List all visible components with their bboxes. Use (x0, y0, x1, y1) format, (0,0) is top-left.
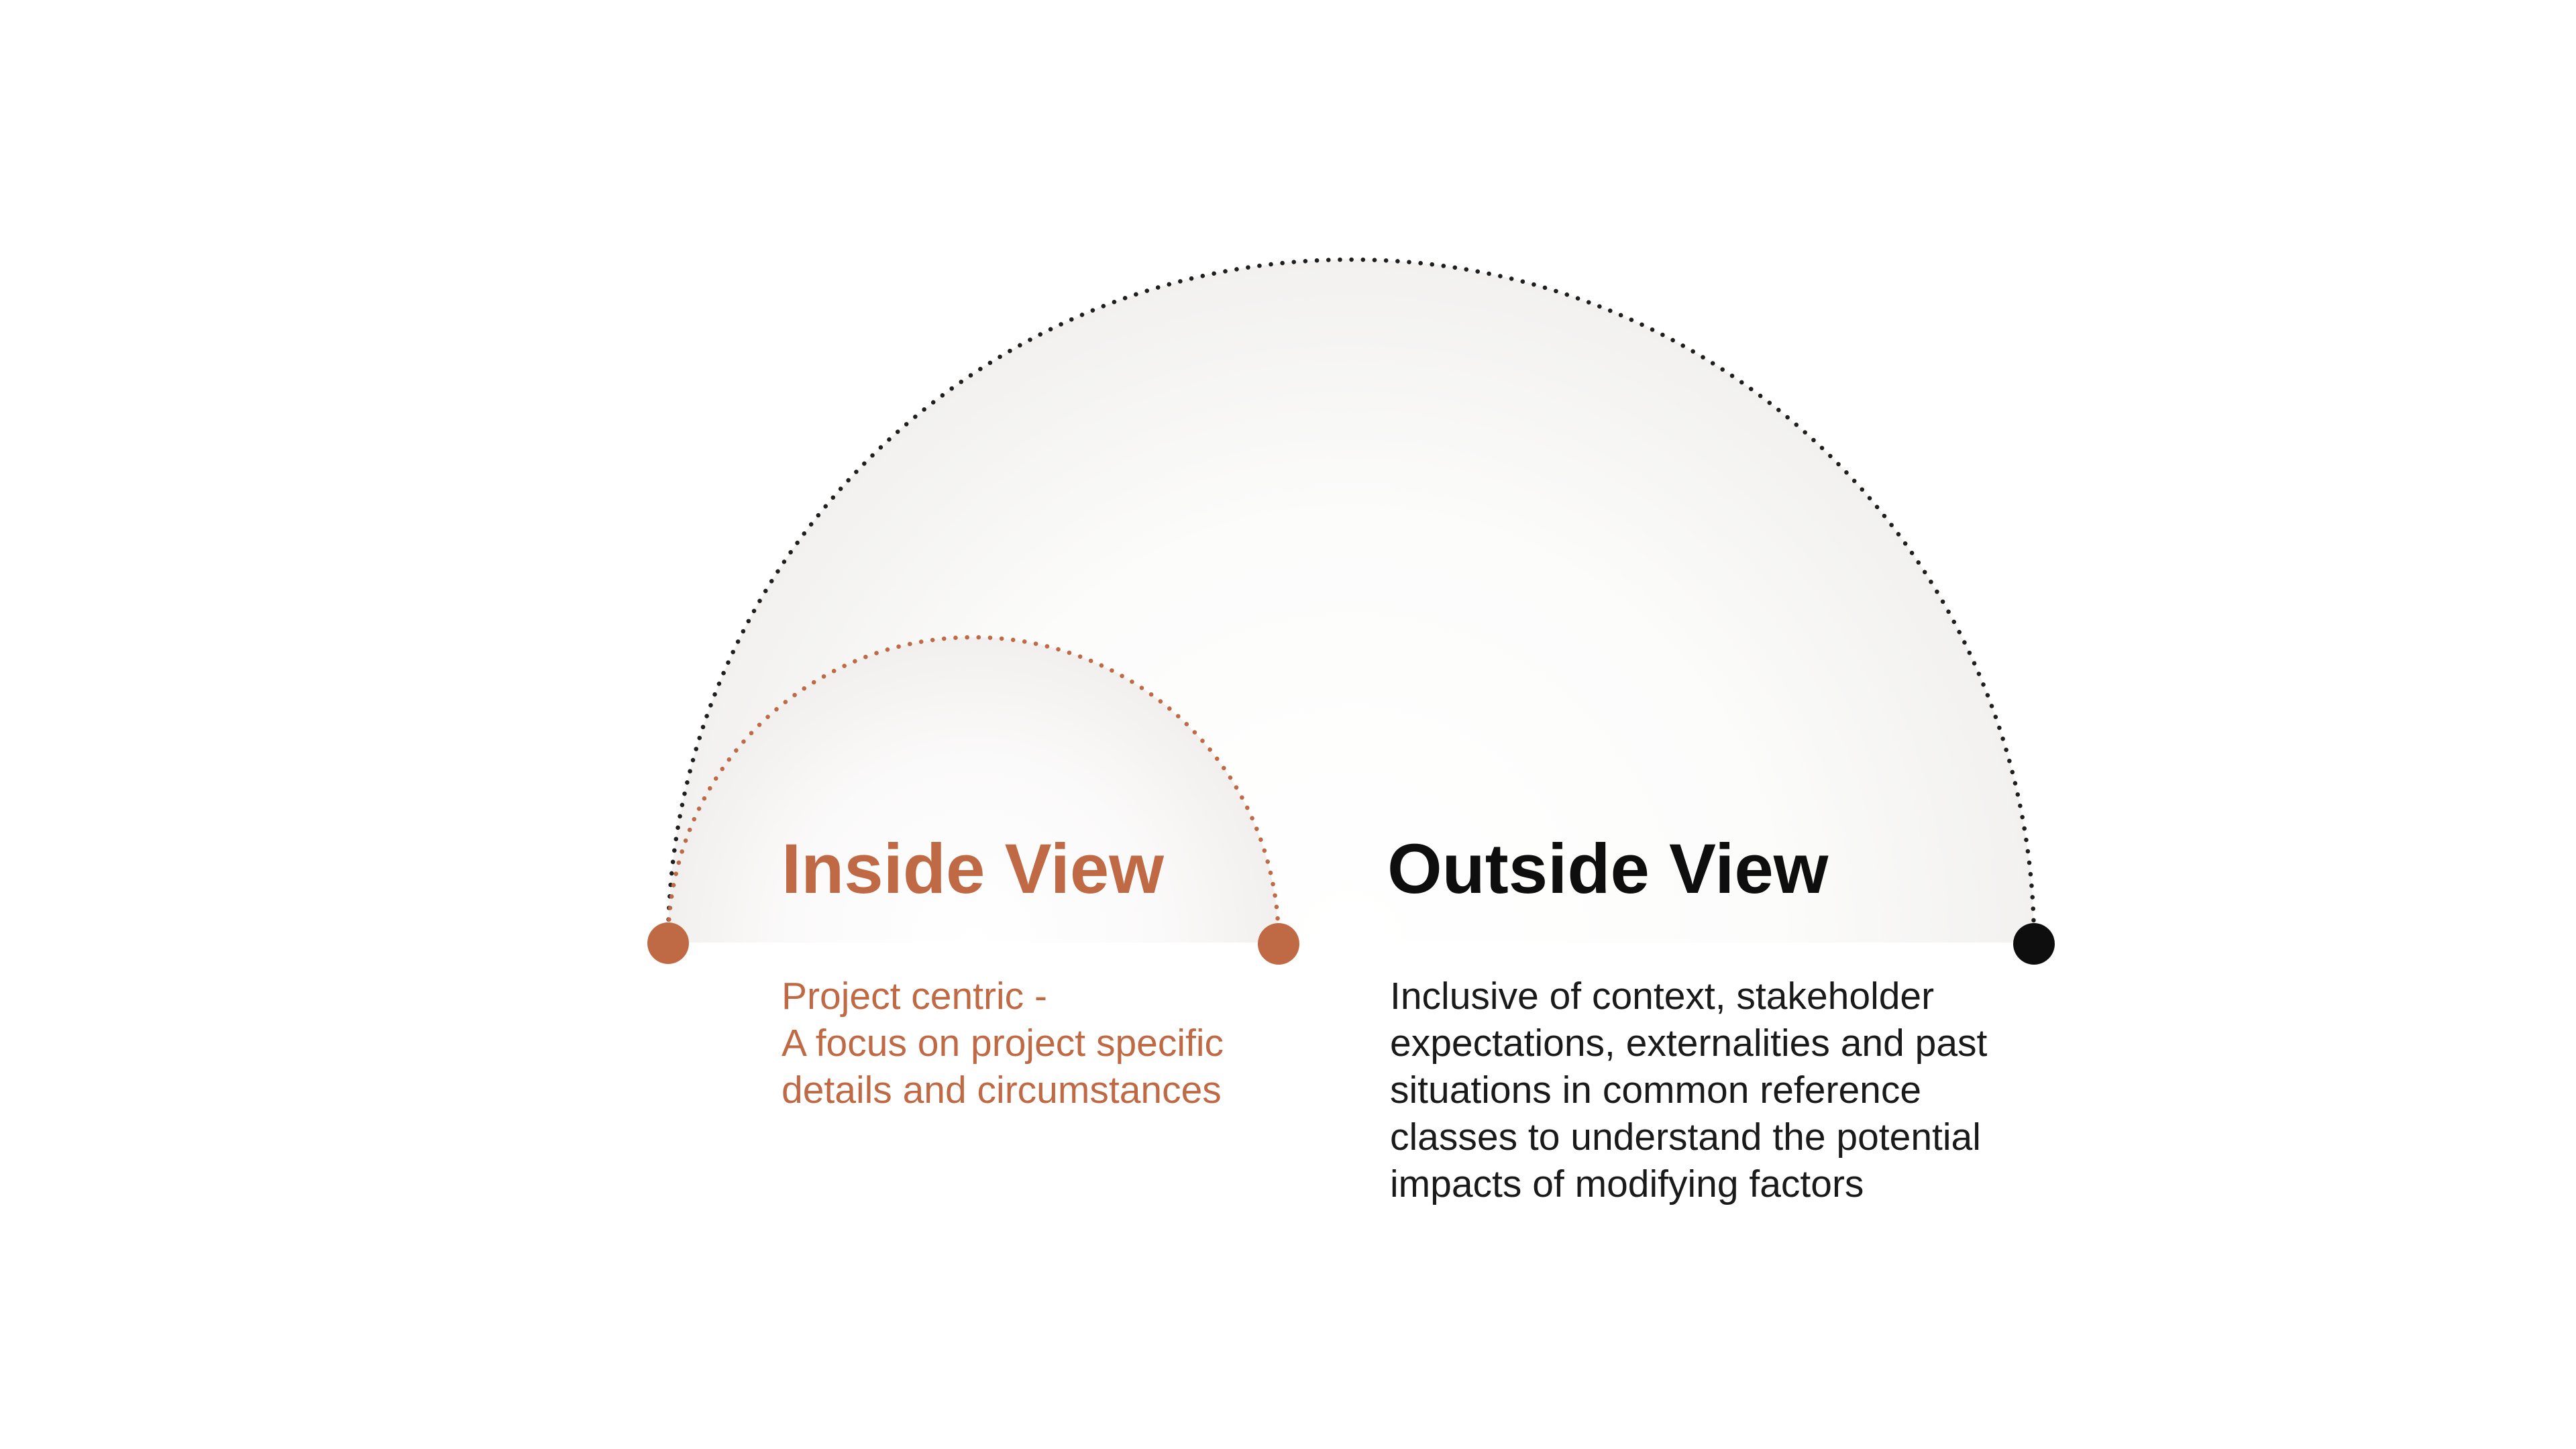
outside-view-dotted-arc (665, 257, 2037, 945)
outside-view-description: Inclusive of context, stakeholder expect… (1390, 975, 1988, 1205)
shared-left-endpoint-dot (647, 922, 689, 964)
inside-view-title: Inside View (782, 830, 1164, 908)
inside-view-semicircle-fill (668, 637, 1279, 943)
outside-view-title: Outside View (1387, 830, 1829, 908)
outside-view-right-endpoint-dot (2013, 923, 2055, 965)
inside-view-dotted-arc (665, 635, 1281, 945)
inside-view-description: Project centric - A focus on project spe… (782, 975, 1224, 1112)
inside-view-right-endpoint-dot (1258, 923, 1299, 965)
